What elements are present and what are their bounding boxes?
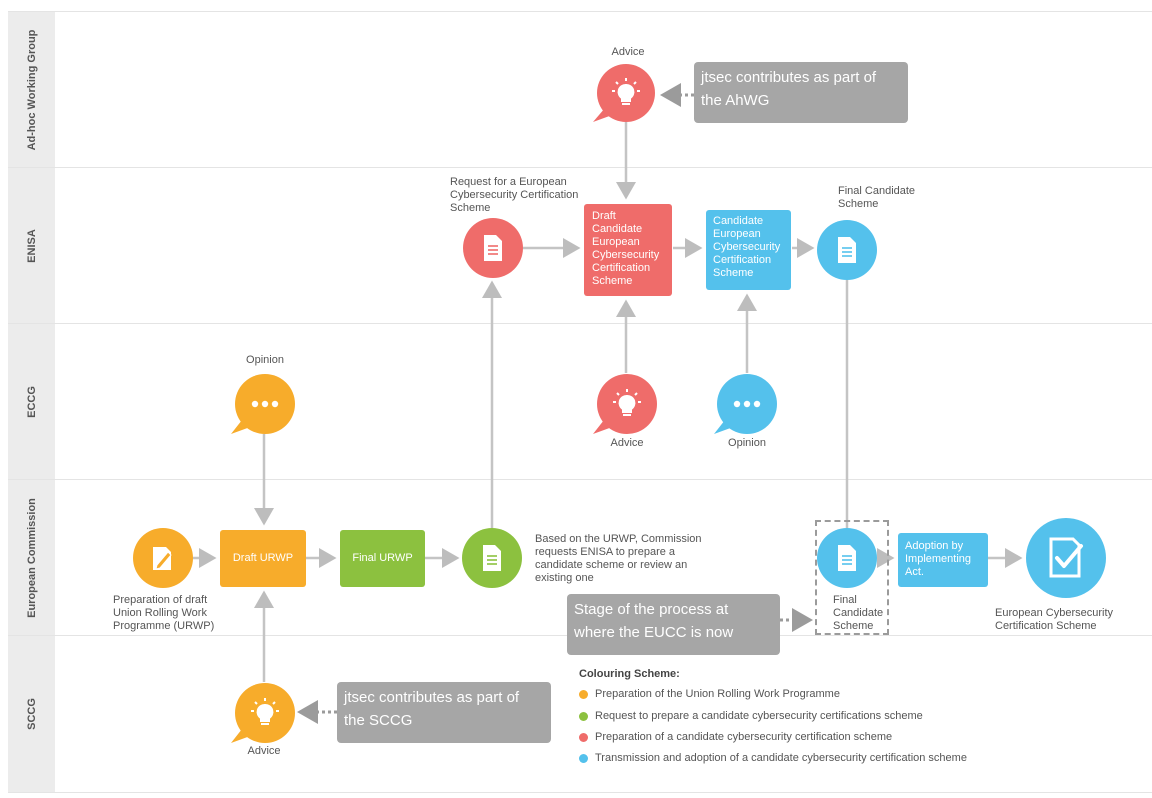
legend-label: Transmission and adoption of a candidate… (595, 752, 967, 764)
label-opinion-left: Opinion (246, 354, 284, 366)
advice-bubble-sccg (235, 683, 295, 743)
lane-sccg: SCCG (8, 636, 1152, 792)
lane-divider (8, 792, 1152, 793)
label-based-on-urwp: Based on the URWP, Commission requests E… (535, 533, 702, 584)
legend-dot-green (579, 711, 588, 721)
current-stage-frame (815, 520, 889, 635)
request-document-node (463, 218, 523, 278)
label-advice-top: Advice (611, 46, 645, 58)
lane-enisa: ENISA (8, 168, 1152, 323)
lightbulb-icon (612, 78, 640, 105)
opinion-bubble-right (717, 374, 777, 434)
legend-item: Transmission and adoption of a candidate… (579, 752, 967, 764)
label-eucs: European Cybersecurity Certification Sch… (995, 607, 1114, 632)
label-final-candidate-ec: Final Candidate Scheme (833, 594, 884, 632)
draft-urwp-box: Draft URWP (220, 530, 306, 587)
label-advice-sccg: Advice (247, 745, 281, 757)
candidate-box: Candidate European Cybersecurity Certifi… (706, 210, 791, 290)
lane-divider (8, 167, 1152, 168)
final-candidate-node-enisa (817, 220, 877, 280)
lane-ecca: ECCG (8, 324, 1152, 479)
label-opinion-right: Opinion (728, 437, 766, 449)
advice-bubble-top (597, 64, 655, 122)
legend-title: Colouring Scheme: (579, 668, 680, 680)
legend-dot-blue (579, 753, 588, 763)
legend-label: Preparation of a candidate cybersecurity… (595, 731, 893, 743)
label-advice-ecca: Advice (610, 437, 644, 449)
callout-stage: Stage of the process at where the EUCC i… (567, 594, 780, 655)
lane-divider (8, 11, 1152, 12)
legend-item: Preparation of the Union Rolling Work Pr… (579, 688, 840, 700)
lane-divider (8, 323, 1152, 324)
ellipsis-icon (733, 400, 761, 408)
draft-candidate-box: Draft Candidate European Cybersecurity C… (584, 204, 672, 296)
legend-label: Preparation of the Union Rolling Work Pr… (595, 688, 840, 700)
legend-dot-red (579, 732, 588, 742)
legend-item: Preparation of a candidate cybersecurity… (579, 731, 892, 743)
lane-ec: European Commission (8, 480, 1152, 635)
lane-divider (8, 479, 1152, 480)
request-node-green (462, 528, 522, 588)
callout-ahwg: jtsec contributes as part of the AhWG (694, 62, 908, 123)
label-preparation-urwp: Preparation of draft Union Rolling Work … (113, 594, 215, 632)
label-request-scheme: Request for a European Cybersecurity Cer… (450, 176, 579, 214)
preparation-node (133, 528, 193, 588)
callout-sccg: jtsec contributes as part of the SCCG (337, 682, 551, 743)
final-urwp-box: Final URWP (340, 530, 425, 587)
ellipsis-icon (251, 400, 279, 408)
lightbulb-icon (251, 698, 279, 725)
pencil-document-icon (153, 547, 172, 570)
legend-dot-orange (579, 689, 588, 699)
document-icon (484, 235, 502, 261)
document-icon (483, 545, 501, 571)
final-candidate-node-ec (817, 528, 877, 588)
lane-ahwg: Ad-hoc Working Group (8, 12, 1152, 167)
document-icon (838, 237, 856, 263)
advice-bubble-ecca (597, 374, 657, 434)
eucs-node (1026, 518, 1106, 598)
legend-label: Request to prepare a candidate cybersecu… (595, 710, 923, 722)
lightbulb-icon (613, 389, 641, 416)
checked-document-icon (1049, 537, 1083, 578)
label-final-candidate-enisa: Final Candidate Scheme (838, 185, 916, 210)
opinion-bubble-left (235, 374, 295, 434)
document-icon (838, 545, 856, 571)
legend-item: Request to prepare a candidate cybersecu… (579, 710, 923, 722)
adoption-box: Adoption by Implementing Act. (898, 533, 988, 587)
